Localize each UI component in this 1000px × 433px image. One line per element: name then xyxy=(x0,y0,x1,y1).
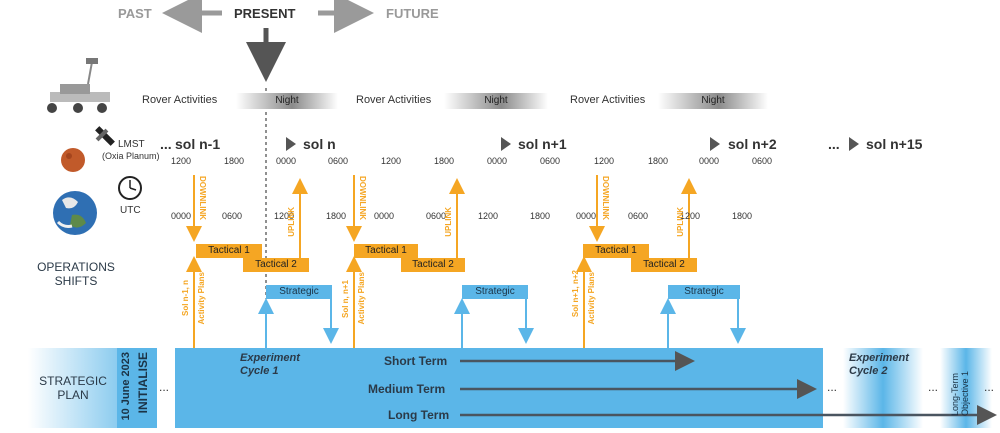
sol-ellipsis-mid: ... xyxy=(828,136,840,152)
strategic-ellipsis-3: ... xyxy=(928,380,939,394)
utc-tick: 0000 xyxy=(374,211,395,221)
sol-n-plus-1: sol n+1 xyxy=(518,136,567,152)
sol-marker-4 xyxy=(849,137,859,151)
experiment-cycle-1-line1: Experiment xyxy=(240,352,300,364)
utc-tick: 0000 xyxy=(171,211,192,221)
downlink-label-2: DOWNLINK xyxy=(358,176,367,220)
plans-label-b: Sol n, n+1 xyxy=(341,280,350,319)
strategic-strip-initialise xyxy=(117,348,157,428)
plans-label-a: Sol n-1, n xyxy=(181,280,190,316)
plans-sub-b: Activity Plans xyxy=(357,272,366,325)
future-label: FUTURE xyxy=(386,6,439,21)
tactical-2-box-b: Tactical 2 xyxy=(401,258,465,272)
strategic-ellipsis-2: ... xyxy=(827,380,838,394)
lmst-tick: 1200 xyxy=(171,156,192,166)
plans-sub-c: Activity Plans xyxy=(587,272,596,325)
sol-marker-3 xyxy=(710,137,720,151)
past-label: PAST xyxy=(118,6,152,21)
uplink-label-2: UPLINK xyxy=(444,207,453,237)
plans-sub-a: Activity Plans xyxy=(197,272,206,325)
utc-tick: 1800 xyxy=(732,211,753,221)
strategic-ellipsis-1: ... xyxy=(159,380,170,394)
medium-term-label: Medium Term xyxy=(368,382,446,396)
uplink-label-1: UPLINK xyxy=(287,207,296,237)
earth-icon xyxy=(53,191,97,235)
experiment-cycle-2-line1: Experiment xyxy=(849,352,909,364)
downlink-label-3: DOWNLINK xyxy=(601,176,610,220)
lmst-label: LMST xyxy=(118,139,145,150)
uplink-label-3: UPLINK xyxy=(676,207,685,237)
utc-tick: 0600 xyxy=(628,211,649,221)
lmst-tick: 1200 xyxy=(381,156,402,166)
long-term-label: Long Term xyxy=(388,408,450,422)
rover-activities-label-1: Rover Activities xyxy=(142,94,218,106)
utc-tick: 1200 xyxy=(478,211,499,221)
night-bar-1: Night xyxy=(236,93,338,109)
rover-activities-label-2: Rover Activities xyxy=(356,94,432,106)
lmst-tick: 0000 xyxy=(276,156,297,166)
short-term-label: Short Term xyxy=(384,354,448,368)
mars-icon xyxy=(61,148,85,172)
sol-n-plus-15: sol n+15 xyxy=(866,136,923,152)
sol-ellipsis-start: ... xyxy=(160,136,172,152)
lmst-tick: 0600 xyxy=(328,156,349,166)
lmst-tick: 1800 xyxy=(648,156,669,166)
utc-tick: 1200 xyxy=(680,211,701,221)
night-bar-3: Night xyxy=(658,93,768,109)
utc-tick: 0600 xyxy=(222,211,243,221)
lmst-tick: 1200 xyxy=(594,156,615,166)
experiment-cycle-2-line2: Cycle 2 xyxy=(849,365,888,377)
utc-tick: 1800 xyxy=(326,211,347,221)
clock-icon xyxy=(118,176,142,200)
plans-label-c: Sol n+1, n+2 xyxy=(571,270,580,318)
lmst-tick: 0000 xyxy=(699,156,720,166)
experiment-cycle-1-line2: Cycle 1 xyxy=(240,365,279,377)
sol-n: sol n xyxy=(303,136,336,152)
sol-n-plus-2: sol n+2 xyxy=(728,136,777,152)
lmst-tick: 0600 xyxy=(540,156,561,166)
initialise-date: 10 June 2023 xyxy=(120,352,132,421)
rover-activities-label-3: Rover Activities xyxy=(570,94,646,106)
strategic-shift-box-b: Strategic xyxy=(462,285,528,299)
tactical-2-box-a: Tactical 2 xyxy=(243,258,309,272)
strategic-ellipsis-4: ... xyxy=(984,380,995,394)
downlink-label-1: DOWNLINK xyxy=(198,176,207,220)
present-label: PRESENT xyxy=(234,6,296,21)
sol-marker-1 xyxy=(286,137,296,151)
utc-tick: 1800 xyxy=(530,211,551,221)
tactical-1-box-b: Tactical 1 xyxy=(354,244,418,258)
tactical-1-box-a: Tactical 1 xyxy=(196,244,262,258)
sol-marker-2 xyxy=(501,137,511,151)
site-label: (Oxia Planum) xyxy=(102,151,160,161)
utc-tick: 0000 xyxy=(576,211,597,221)
lmst-tick: 1800 xyxy=(434,156,455,166)
tactical-2-box-c: Tactical 2 xyxy=(631,258,697,272)
tactical-1-box-c: Tactical 1 xyxy=(583,244,649,258)
utc-tick: 1200 xyxy=(274,211,295,221)
lmst-tick: 1800 xyxy=(224,156,245,166)
strategic-shift-box-c: Strategic xyxy=(668,285,740,299)
lmst-tick: 0600 xyxy=(752,156,773,166)
utc-tick: 0600 xyxy=(426,211,447,221)
lmst-tick: 0000 xyxy=(487,156,508,166)
utc-label: UTC xyxy=(120,205,141,216)
night-bar-2: Night xyxy=(444,93,548,109)
initialise-label: INITIALISE xyxy=(136,352,150,414)
rover-icon xyxy=(47,58,110,113)
strategic-shift-box-a: Strategic xyxy=(266,285,332,299)
satellite-icon xyxy=(95,126,115,146)
long-term-objective-label: Long-Term Objective 1 xyxy=(950,370,970,416)
sol-n-minus-1: sol n-1 xyxy=(175,136,221,152)
